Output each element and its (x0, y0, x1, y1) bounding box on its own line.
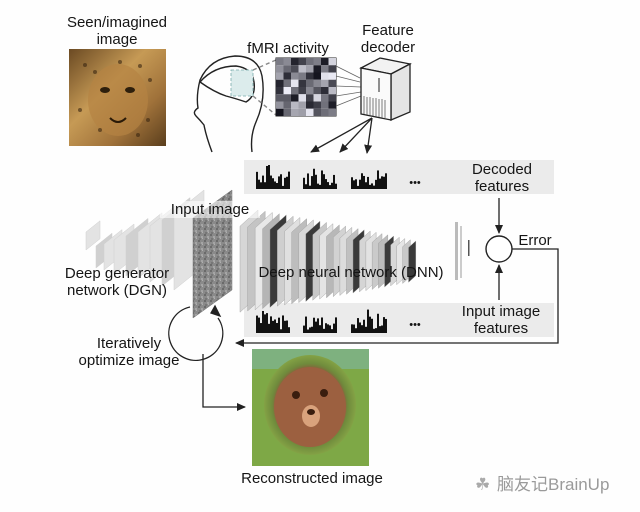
iteratively-optimize-label: Iteratively optimize image (64, 335, 194, 369)
input-features-ellipsis: ••• (409, 319, 421, 331)
decoded-features-line1: Decoded (471, 161, 533, 178)
reconstructed-image-label: Reconstructed image (241, 470, 383, 487)
feature-decoder-label-line2: decoder (360, 39, 416, 56)
seen-image-label: Seen/imagined image (52, 14, 182, 48)
fmri-label: fMRI activity (247, 40, 329, 57)
dgn-label: Deep generator network (DGN) (52, 265, 182, 299)
fmri-activity-grid (275, 57, 337, 117)
seen-image-label-line1: Seen/imagined (66, 14, 168, 31)
optimize-label-line2: optimize image (78, 352, 180, 369)
feature-decoder-icon (359, 57, 412, 121)
dgn-label-line1: Deep generator (64, 265, 170, 282)
decoder-output-arrows (310, 117, 373, 154)
error-label: Error (518, 232, 552, 249)
decoded-ellipsis: ••• (409, 177, 421, 189)
dnn-label: Deep neural network (DNN) (258, 264, 444, 281)
decoded-features-line2: features (474, 178, 530, 195)
input-features-band (244, 303, 554, 337)
input-features-line2: features (473, 320, 529, 337)
error-arrows (235, 198, 559, 347)
decoded-features-band (244, 160, 554, 194)
head-icon (193, 55, 277, 153)
wechat-icon: ☘ (475, 475, 491, 494)
feature-decoder-label-line1: Feature (362, 22, 414, 39)
seen-image-label-line2: image (96, 31, 138, 48)
fmri-to-decoder-lines (335, 65, 362, 107)
seen-image-photo (69, 49, 166, 146)
dnn-layers (239, 209, 470, 313)
input-image-noise (192, 189, 233, 319)
input-image-label: Input image (160, 201, 260, 218)
input-features-line1: Input image (461, 303, 541, 320)
error-node (485, 235, 513, 263)
reconstructed-image-photo (252, 349, 369, 466)
feature-decoder-label: Feature decoder (348, 22, 428, 56)
optimize-label-line1: Iteratively (96, 335, 162, 352)
input-image-features-label: Input image features (446, 303, 556, 337)
input-feature-histograms (256, 309, 387, 333)
watermark-text: 脑友记BrainUp (497, 475, 610, 494)
decoded-features-label: Decoded features (452, 161, 552, 195)
optimize-loop-icon (168, 304, 246, 411)
dgn-label-line2: network (DGN) (66, 282, 167, 299)
decoded-feature-histograms (256, 165, 387, 189)
watermark: ☘ 脑友记BrainUp (475, 470, 609, 495)
